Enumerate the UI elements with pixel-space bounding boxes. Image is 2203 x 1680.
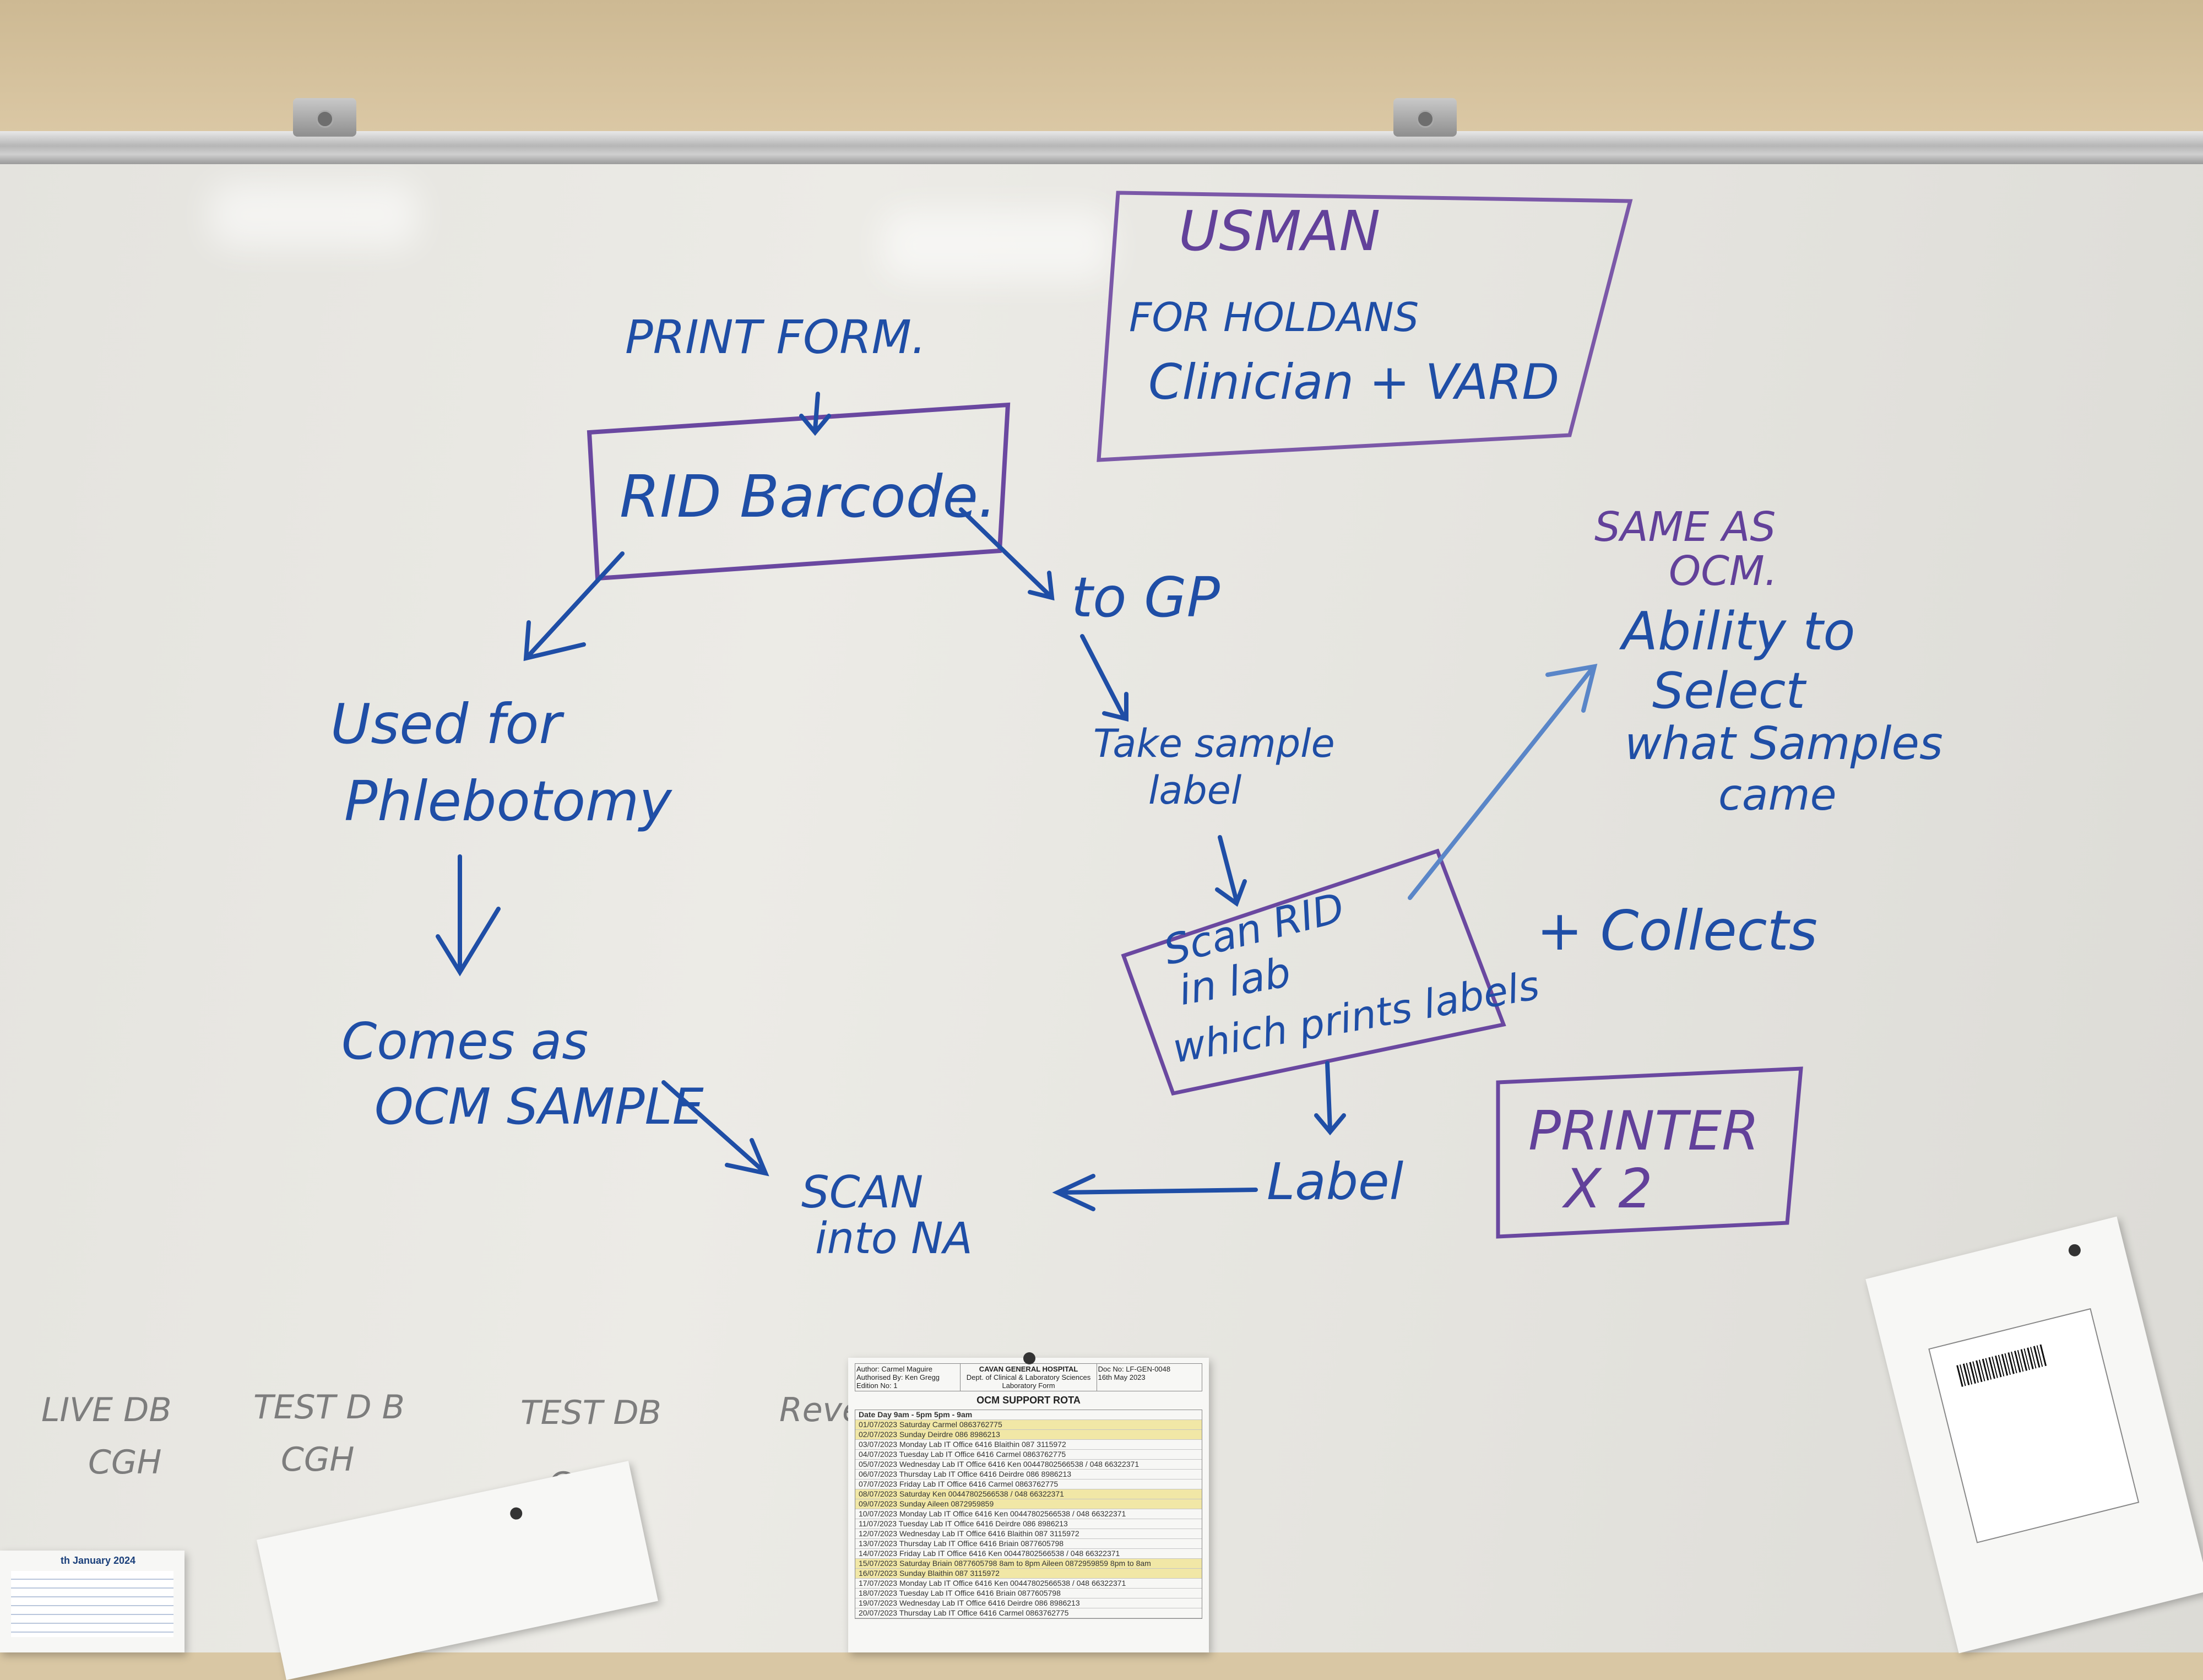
- rota-row: 04/07/2023 Tuesday Lab IT Office 6416 Ca…: [855, 1450, 1202, 1460]
- rota-row: 19/07/2023 Wednesday Lab IT Office 6416 …: [855, 1598, 1202, 1608]
- rota-row: 16/07/2023 Sunday Blaithin 087 3115972: [855, 1569, 1202, 1579]
- rota-header-row: Date Day 9am - 5pm 5pm - 9am: [855, 1410, 1202, 1420]
- calendar-sheet: th January 2024: [0, 1551, 185, 1652]
- erased-test-db-1: TEST D B: [253, 1388, 405, 1427]
- rota-row: 15/07/2023 Saturday Briain 0877605798 8a…: [855, 1559, 1202, 1569]
- collects-text: + Collects: [1537, 898, 1817, 963]
- rota-title: OCM SUPPORT ROTA: [976, 1395, 1081, 1406]
- rota-row: 01/07/2023 Saturday Carmel 0863762775: [855, 1420, 1202, 1430]
- rota-row: 20/07/2023 Thursday Lab IT Office 6416 C…: [855, 1608, 1202, 1618]
- erased-cgh-1: CGH: [88, 1443, 162, 1482]
- board-clip-right: [1393, 98, 1457, 137]
- rota-hospital: CAVAN GENERAL HOSPITAL: [979, 1365, 1078, 1373]
- rid-barcode-text: RID Barcode.: [620, 463, 997, 530]
- usman-line1: FOR HOLDANS: [1129, 294, 1419, 340]
- arrows: [436, 392, 1598, 1211]
- rota-doc-no: Doc No: LF-GEN-0048: [1098, 1365, 1171, 1373]
- label-template: [1928, 1308, 2140, 1543]
- rota-row: 06/07/2023 Thursday Lab IT Office 6416 D…: [855, 1470, 1202, 1480]
- label-text-small: label: [1148, 768, 1242, 813]
- print-form-text: PRINT FORM.: [625, 310, 926, 364]
- x2-text: X 2: [1564, 1158, 1653, 1221]
- rota-row: 13/07/2023 Thursday Lab IT Office 6416 B…: [855, 1539, 1202, 1549]
- printer-text: PRINTER: [1528, 1100, 1760, 1163]
- select-text: Select: [1652, 662, 1805, 720]
- rota-row: 18/07/2023 Tuesday Lab IT Office 6416 Br…: [855, 1589, 1202, 1598]
- rota-issue-date: 16th May 2023: [1098, 1373, 1146, 1381]
- came-text: came: [1718, 771, 1837, 820]
- ocm-support-rota-sheet: Author: Carmel Maguire Authorised By: Ke…: [848, 1352, 1209, 1652]
- rota-author: Author: Carmel Maguire: [856, 1365, 932, 1373]
- rota-row: 07/07/2023 Friday Lab IT Office 6416 Car…: [855, 1480, 1202, 1489]
- rota-row: 10/07/2023 Monday Lab IT Office 6416 Ken…: [855, 1509, 1202, 1519]
- rota-row: 03/07/2023 Monday Lab IT Office 6416 Bla…: [855, 1440, 1202, 1450]
- rota-authorised: Authorised By: Ken Gregg: [856, 1373, 940, 1381]
- usman-line2: Clinician + VARD: [1148, 354, 1560, 410]
- light-glare: [209, 182, 419, 248]
- into-na-text: into NA: [815, 1214, 973, 1264]
- erased-live-db: LIVE DB: [41, 1391, 172, 1429]
- calendar-grid: [11, 1571, 173, 1637]
- board-clip-left: [293, 98, 356, 137]
- take-sample-text: Take sample: [1093, 721, 1335, 766]
- calendar-header: th January 2024: [61, 1555, 136, 1566]
- rota-row: 14/07/2023 Friday Lab IT Office 6416 Ken…: [855, 1549, 1202, 1559]
- barcode: [1956, 1344, 2048, 1387]
- rota-row: 09/07/2023 Sunday Aileen 0872959859: [855, 1499, 1202, 1509]
- magnet-pin: [2067, 1243, 2082, 1258]
- rota-edition: Edition No: 1: [856, 1381, 898, 1390]
- rid-barcode-box: [587, 402, 1011, 581]
- erased-cgh-2: CGH: [281, 1440, 355, 1479]
- wall: [0, 0, 2203, 143]
- magnet-pin: [509, 1506, 524, 1521]
- rota-row: 12/07/2023 Wednesday Lab IT Office 6416 …: [855, 1529, 1202, 1539]
- rota-form: Laboratory Form: [1002, 1381, 1055, 1390]
- ocm-text: OCM.: [1669, 548, 1778, 595]
- rota-row: 11/07/2023 Tuesday Lab IT Office 6416 De…: [855, 1519, 1202, 1529]
- printer-box: [1496, 1066, 1803, 1239]
- ocm-sample-text: OCM SAMPLE: [375, 1078, 704, 1136]
- ability-text: Ability to: [1622, 601, 1855, 662]
- rota-dept: Dept. of Clinical & Laboratory Sciences: [966, 1373, 1091, 1381]
- magnet-pin: [1023, 1352, 1035, 1364]
- what-samples-text: what Samples: [1625, 718, 1943, 770]
- to-gp-text: to GP: [1071, 565, 1220, 630]
- label-text: Label: [1267, 1152, 1404, 1211]
- erased-test-db-2: TEST DB: [520, 1394, 661, 1432]
- same-as-text: SAME AS: [1594, 503, 1776, 551]
- comes-as-text: Comes as: [341, 1012, 589, 1071]
- usman-title: USMAN: [1179, 199, 1381, 263]
- rota-row: 08/07/2023 Saturday Ken 00447802566538 /…: [855, 1489, 1202, 1499]
- scan-text: SCAN: [801, 1167, 924, 1218]
- whiteboard-frame: [0, 131, 2203, 164]
- rota-row: 02/07/2023 Sunday Deirdre 086 8986213: [855, 1430, 1202, 1440]
- rota-row: 17/07/2023 Monday Lab IT Office 6416 Ken…: [855, 1579, 1202, 1589]
- usman-box: [1097, 191, 1633, 462]
- phlebotomy-text: Phlebotomy: [344, 769, 672, 833]
- scan-rid-box: [1121, 848, 1506, 1096]
- used-for-text: Used for: [330, 692, 562, 756]
- light-glare: [881, 209, 1113, 281]
- rota-row: 05/07/2023 Wednesday Lab IT Office 6416 …: [855, 1460, 1202, 1470]
